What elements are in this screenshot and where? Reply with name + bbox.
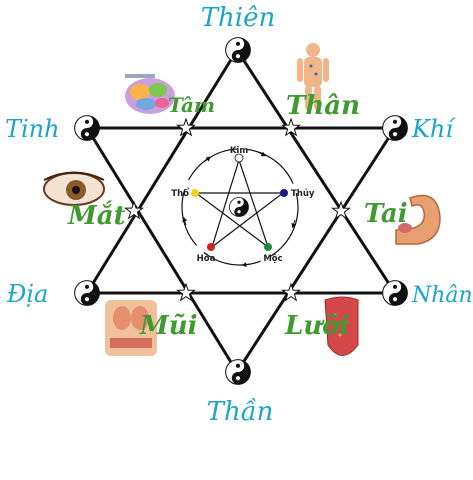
inner-pentagram [194,158,285,249]
center-yin-yang-icon [229,197,249,217]
bottom-label: Thần [207,397,274,427]
downward-triangle [85,126,397,374]
brain-icon [125,74,175,114]
five-elements-cycle: Kim Thủy Mộc Hỏa Thổ [171,146,315,268]
left-lower-label: Địa [6,280,48,308]
moc-dot [264,243,272,251]
left-upper-yin-yang-icon [74,115,100,141]
upward-triangle [85,48,397,295]
tho-label: Thổ [171,187,189,199]
right-upper-yin-yang-icon [382,115,408,141]
ear-icon [395,194,441,245]
thuy-dot [280,189,288,197]
body-label: Thân [286,91,360,121]
top-label: Thiên [201,3,276,33]
eye-label: Mắt [67,200,126,231]
thuy-label: Thủy [291,188,315,199]
kim-label: Kim [230,146,249,156]
top-yin-yang-icon [225,37,251,63]
hoa-label: Hỏa [197,253,216,264]
left-upper-label: Tinh [5,115,60,143]
hoa-dot [207,243,215,251]
nose-icon [105,300,157,356]
bottom-yin-yang-icon [225,359,251,385]
kim-dot [234,153,244,163]
right-lower-yin-yang-icon [382,280,408,306]
right-upper-label: Khí [411,115,456,143]
cycle-ring [181,148,299,266]
ear-label: Tai [364,199,408,229]
human-body-icon [297,43,329,110]
brain-label: Tâm [168,93,215,117]
tongue-label: Lưỡi [284,311,349,341]
moc-label: Mộc [263,254,282,264]
tho-dot [191,189,199,197]
nose-label: Mũi [139,311,198,341]
eye-icon [43,171,105,206]
tongue-icon [324,296,359,356]
right-lower-label: Nhân [411,283,473,308]
left-lower-yin-yang-icon [74,280,100,306]
